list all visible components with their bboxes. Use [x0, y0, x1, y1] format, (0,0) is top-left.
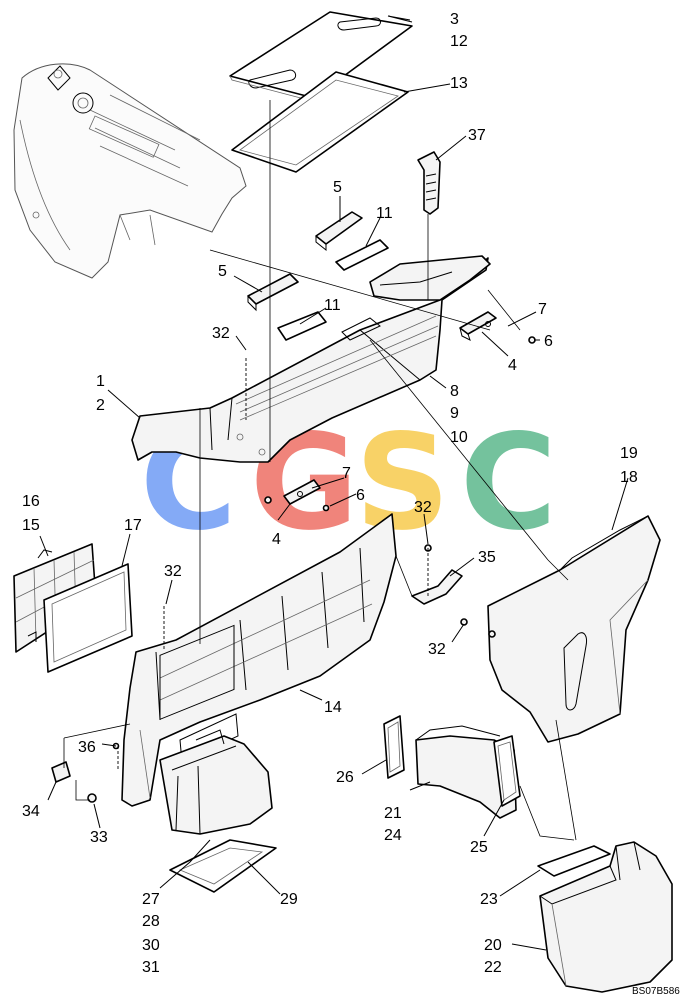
callout-30: 30 — [142, 937, 160, 954]
part-1-console — [131, 255, 491, 463]
callout-32-upper: 32 — [212, 325, 230, 342]
part-29-seal — [169, 839, 277, 893]
bracket-4-middle — [264, 479, 330, 512]
callout-23: 23 — [480, 891, 498, 908]
part-35-bracket — [411, 544, 463, 605]
callout-4-middle: 4 — [272, 531, 281, 548]
callout-35: 35 — [478, 549, 496, 566]
callout-32-right-lower: 32 — [428, 641, 446, 658]
callout-37: 37 — [468, 127, 486, 144]
callout-2: 2 — [96, 397, 105, 414]
callout-17: 17 — [124, 517, 142, 534]
cab-panel-reference — [13, 63, 247, 279]
callout-9: 9 — [450, 405, 459, 422]
callout-18: 18 — [620, 469, 638, 486]
callout-11-upper: 11 — [376, 205, 393, 222]
callout-19: 19 — [620, 445, 638, 462]
bracket-4-upper — [459, 311, 497, 341]
callout-13: 13 — [450, 75, 468, 92]
part-21-duct — [415, 725, 517, 819]
callout-8: 8 — [450, 383, 459, 400]
callout-20: 20 — [484, 937, 502, 954]
part-27-box — [159, 729, 273, 835]
bracket-5-upper — [315, 211, 363, 252]
callout-labels: 3 12 13 37 5 11 5 11 7 32 6 4 1 2 8 9 10… — [22, 11, 638, 976]
drawing-code: BS07B586 — [632, 986, 680, 997]
callout-33: 33 — [90, 829, 108, 846]
callout-32-right-upper: 32 — [414, 499, 432, 516]
callout-21: 21 — [384, 805, 402, 822]
part-33-fastener — [87, 793, 97, 803]
callout-36: 36 — [78, 739, 96, 756]
callout-12: 12 — [450, 33, 468, 50]
callout-1: 1 — [96, 373, 105, 390]
callout-7-middle: 7 — [342, 465, 351, 482]
part-34-clip — [51, 761, 71, 783]
watermark-letter-c2: C — [460, 406, 557, 560]
part-23-gasket — [537, 845, 611, 877]
callout-7-upper: 7 — [538, 301, 547, 318]
callout-34: 34 — [22, 803, 40, 820]
callout-25: 25 — [470, 839, 488, 856]
part-lid — [229, 11, 413, 103]
callout-22: 22 — [484, 959, 502, 976]
part-17-seal — [43, 563, 133, 673]
callout-32-left: 32 — [164, 563, 182, 580]
pad-11-lower — [277, 311, 327, 341]
callout-6-upper: 6 — [544, 333, 553, 350]
callout-31: 31 — [142, 959, 160, 976]
callout-28: 28 — [142, 913, 160, 930]
callout-29: 29 — [280, 891, 298, 908]
part-26-gasket — [383, 715, 405, 779]
callout-16: 16 — [22, 493, 40, 510]
callout-4-upper: 4 — [508, 357, 517, 374]
callout-26: 26 — [336, 769, 354, 786]
pad-11-upper — [335, 239, 389, 271]
callout-11-lower: 11 — [324, 297, 341, 314]
callout-6-middle: 6 — [356, 487, 365, 504]
callout-27: 27 — [142, 891, 160, 908]
callout-3: 3 — [450, 11, 459, 28]
callout-15: 15 — [22, 517, 40, 534]
leader-lines — [39, 15, 629, 951]
callout-24: 24 — [384, 827, 402, 844]
callout-5-upper: 5 — [333, 179, 342, 196]
bracket-5-lower — [247, 273, 299, 312]
part-20-duct — [539, 841, 673, 993]
part-25-seal — [493, 735, 521, 807]
callout-10: 10 — [450, 429, 468, 446]
part-gasket — [231, 71, 409, 173]
part-18-duct — [460, 515, 661, 743]
callout-5-lower: 5 — [218, 263, 227, 280]
assembly-lines — [63, 100, 577, 841]
callout-14: 14 — [324, 699, 342, 716]
part-37-strap — [417, 151, 441, 215]
